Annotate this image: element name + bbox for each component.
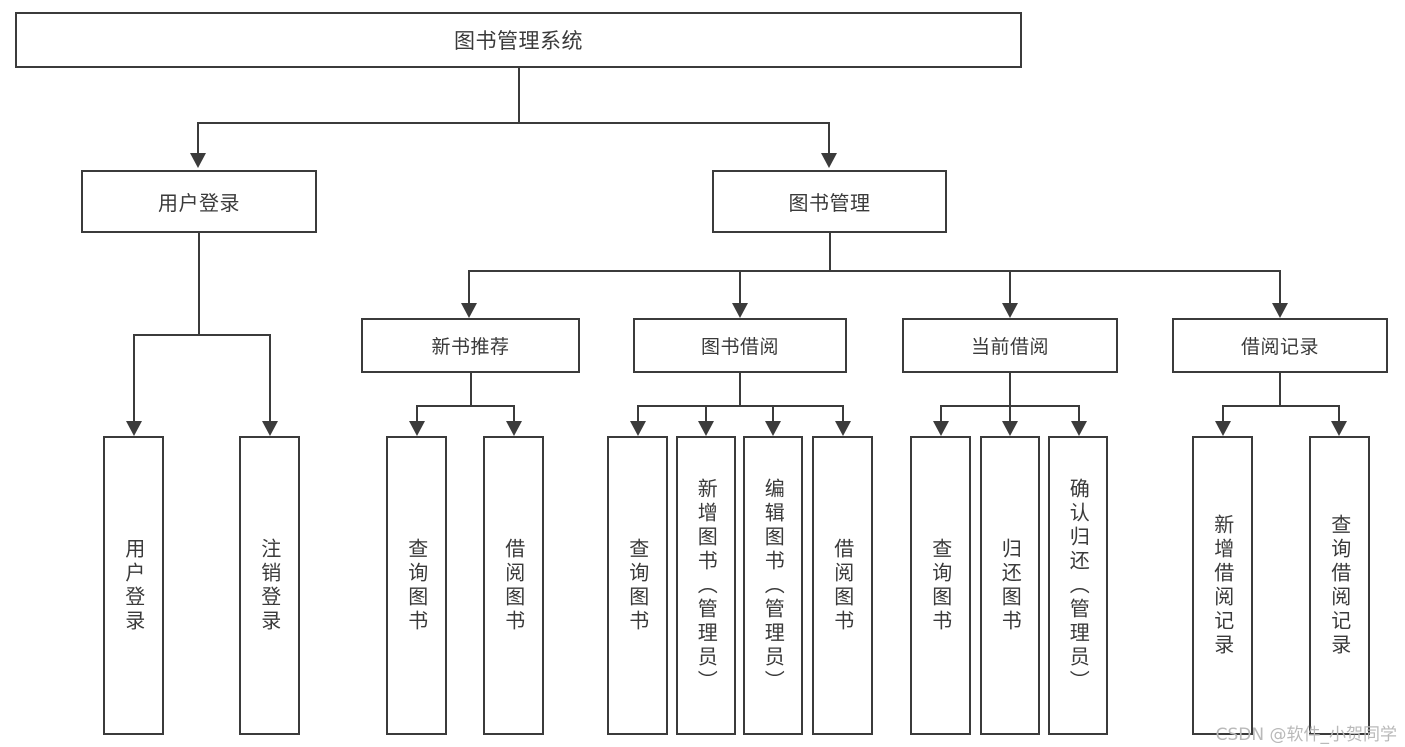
arrowhead-borrow-book-1: [506, 421, 522, 436]
node-label: 查询图书: [928, 537, 953, 634]
edge-book-management-stem: [829, 233, 831, 270]
node-new-book-recommend[interactable]: 新书推荐: [361, 318, 580, 373]
edge-user-login-to-leaf-1: [133, 334, 135, 421]
edge-book-borrow-to-leaf-3: [772, 405, 774, 421]
node-label: 确认归还（管理员）: [1066, 477, 1091, 694]
node-user-login[interactable]: 用户登录: [81, 170, 317, 233]
edge-book-borrow-to-leaf-1: [637, 405, 639, 421]
edge-to-new-book-recommend: [468, 270, 470, 303]
edge-current-borrow-to-leaf-2: [1009, 405, 1011, 421]
edge-to-book-borrow: [739, 270, 741, 303]
leaf-user-login[interactable]: 用户登录: [103, 436, 164, 735]
leaf-add-borrow-record[interactable]: 新增借阅记录: [1192, 436, 1253, 735]
edge-current-borrow-to-leaf-1: [940, 405, 942, 421]
node-label: 新增借阅记录: [1210, 513, 1235, 658]
node-book-borrow[interactable]: 图书借阅: [633, 318, 847, 373]
edge-new-book-to-leaf-1: [416, 405, 418, 421]
arrowhead-borrow-record: [1272, 303, 1288, 318]
edge-root-bar: [197, 122, 830, 124]
node-label: 查询图书: [625, 537, 650, 634]
edge-book-borrow-to-leaf-2: [705, 405, 707, 421]
leaf-edit-book-admin[interactable]: 编辑图书（管理员）: [743, 436, 803, 735]
node-label: 查询图书: [404, 537, 429, 634]
node-label: 归还图书: [998, 537, 1023, 634]
arrowhead-book-borrow: [732, 303, 748, 318]
arrowhead-book-management: [821, 153, 837, 168]
leaf-query-book-borrow[interactable]: 查询图书: [607, 436, 668, 735]
edge-root-stem: [518, 68, 520, 122]
node-label: 借阅图书: [501, 537, 526, 634]
arrowhead-query-book-1: [409, 421, 425, 436]
edge-book-management-bar: [468, 270, 1280, 272]
leaf-logout[interactable]: 注销登录: [239, 436, 300, 735]
node-label: 查询借阅记录: [1327, 513, 1352, 658]
edge-borrow-record-to-leaf-1: [1222, 405, 1224, 421]
node-label: 图书管理: [788, 191, 871, 215]
edge-book-borrow-stem: [739, 373, 741, 405]
edge-current-borrow-to-leaf-3: [1078, 405, 1080, 421]
edge-root-to-book-management: [828, 122, 830, 153]
node-label: 图书管理系统: [454, 29, 583, 53]
edge-to-borrow-record: [1279, 270, 1281, 303]
edge-borrow-record-stem: [1279, 373, 1281, 405]
edge-borrow-record-bar: [1222, 405, 1340, 407]
leaf-confirm-return-admin[interactable]: 确认归还（管理员）: [1048, 436, 1108, 735]
node-label: 用户登录: [158, 191, 240, 215]
arrowhead-confirm-return: [1071, 421, 1087, 436]
edge-user-login-to-leaf-2: [269, 334, 271, 421]
leaf-query-book-new-book[interactable]: 查询图书: [386, 436, 447, 735]
node-label: 注销登录: [257, 537, 282, 634]
edge-new-book-bar: [416, 405, 515, 407]
leaf-query-borrow-record[interactable]: 查询借阅记录: [1309, 436, 1370, 735]
node-label: 新增图书（管理员）: [694, 477, 719, 694]
arrowhead-current-borrow: [1002, 303, 1018, 318]
node-label: 当前借阅: [970, 336, 1049, 358]
edge-root-to-user-login: [197, 122, 199, 153]
node-label: 编辑图书（管理员）: [761, 477, 786, 694]
edge-user-login-stem: [198, 233, 200, 334]
node-label: 图书借阅: [700, 336, 779, 358]
leaf-borrow-book-new-book[interactable]: 借阅图书: [483, 436, 544, 735]
leaf-borrow-book[interactable]: 借阅图书: [812, 436, 873, 735]
node-label: 借阅记录: [1240, 336, 1319, 358]
leaf-return-book[interactable]: 归还图书: [980, 436, 1040, 735]
edge-borrow-record-to-leaf-2: [1338, 405, 1340, 421]
edge-new-book-to-leaf-2: [513, 405, 515, 421]
edge-book-borrow-to-leaf-4: [842, 405, 844, 421]
edge-new-book-stem: [470, 373, 472, 405]
edge-current-borrow-stem: [1009, 373, 1011, 405]
node-current-borrow[interactable]: 当前借阅: [902, 318, 1118, 373]
leaf-query-book-current[interactable]: 查询图书: [910, 436, 971, 735]
edge-to-current-borrow: [1009, 270, 1011, 303]
arrowhead-user-login: [190, 153, 206, 168]
arrowhead-add-borrow-record: [1215, 421, 1231, 436]
leaf-add-book-admin[interactable]: 新增图书（管理员）: [676, 436, 736, 735]
edge-user-login-bar: [133, 334, 269, 336]
arrowhead-return-book: [1002, 421, 1018, 436]
arrowhead-query-borrow-record: [1331, 421, 1347, 436]
arrowhead-edit-book: [765, 421, 781, 436]
arrowhead-query-book-3: [933, 421, 949, 436]
arrowhead-borrow-book-2: [835, 421, 851, 436]
node-book-management[interactable]: 图书管理: [712, 170, 947, 233]
arrowhead-new-book-recommend: [461, 303, 477, 318]
node-label: 借阅图书: [830, 537, 855, 634]
node-borrow-record[interactable]: 借阅记录: [1172, 318, 1388, 373]
node-root-book-management-system[interactable]: 图书管理系统: [15, 12, 1022, 68]
node-label: 新书推荐: [431, 336, 510, 358]
edge-book-borrow-bar: [637, 405, 844, 407]
arrowhead-query-book-2: [630, 421, 646, 436]
arrowhead-add-book: [698, 421, 714, 436]
node-label: 用户登录: [121, 537, 146, 634]
arrowhead-leaf-logout: [262, 421, 278, 436]
arrowhead-leaf-user-login: [126, 421, 142, 436]
